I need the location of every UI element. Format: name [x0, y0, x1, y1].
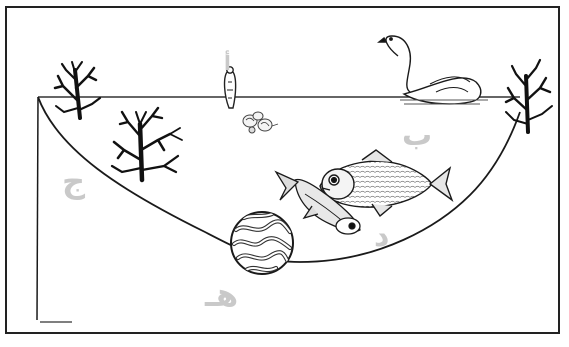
swan-icon	[379, 36, 488, 104]
aquatic-plant-icon	[55, 62, 100, 118]
label-e: هـ	[204, 276, 238, 314]
label-a: أ	[224, 49, 231, 75]
pond-left-wall	[37, 97, 38, 320]
water-snail-icon	[243, 112, 278, 133]
magnified-sediment-icon	[231, 212, 293, 274]
label-b: ب	[402, 118, 432, 153]
aquatic-plant-icon	[506, 60, 552, 132]
aquatic-plant-icon	[112, 108, 182, 180]
label-d: د	[374, 219, 389, 254]
label-c: ج	[62, 162, 86, 200]
